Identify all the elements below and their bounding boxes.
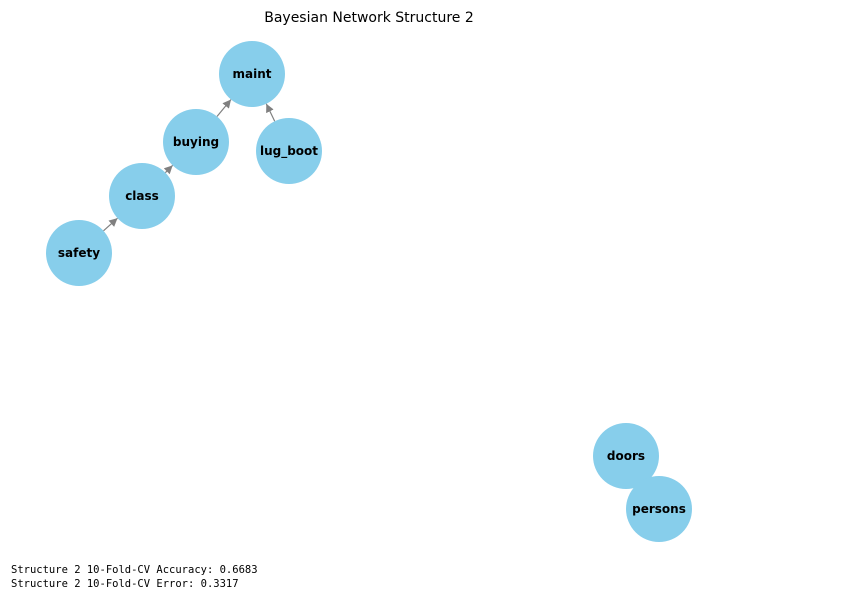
node-safety: safety	[46, 220, 112, 286]
accuracy-text: Structure 2 10-Fold-CV Accuracy: 0.6683	[11, 564, 258, 576]
node-circle	[163, 109, 229, 175]
edges-layer	[103, 99, 276, 232]
diagram-title: Bayesian Network Structure 2	[264, 10, 474, 26]
node-buying: buying	[163, 109, 229, 175]
node-circle	[46, 220, 112, 286]
node-circle	[256, 118, 322, 184]
node-maint: maint	[219, 41, 285, 107]
node-label: maint	[233, 67, 272, 81]
node-circle	[109, 163, 175, 229]
node-label: persons	[632, 502, 686, 516]
node-lug-boot: lug_boot	[256, 118, 322, 184]
node-circle	[593, 423, 659, 489]
node-persons: persons	[626, 476, 692, 542]
edge-class-to-buying	[163, 164, 174, 175]
edge-safety-to-class	[103, 217, 118, 232]
node-label: lug_boot	[260, 144, 318, 159]
node-circle	[626, 476, 692, 542]
node-label: buying	[173, 135, 219, 149]
error-text: Structure 2 10-Fold-CV Error: 0.3317	[11, 578, 239, 590]
node-doors: doors	[593, 423, 659, 489]
node-class: class	[109, 163, 175, 229]
edge-buying-to-maint	[216, 99, 232, 117]
node-label: doors	[607, 449, 645, 463]
node-label: safety	[58, 246, 100, 260]
node-circle	[219, 41, 285, 107]
node-label: class	[125, 189, 159, 203]
edge-lug_boot-to-maint	[265, 103, 276, 122]
